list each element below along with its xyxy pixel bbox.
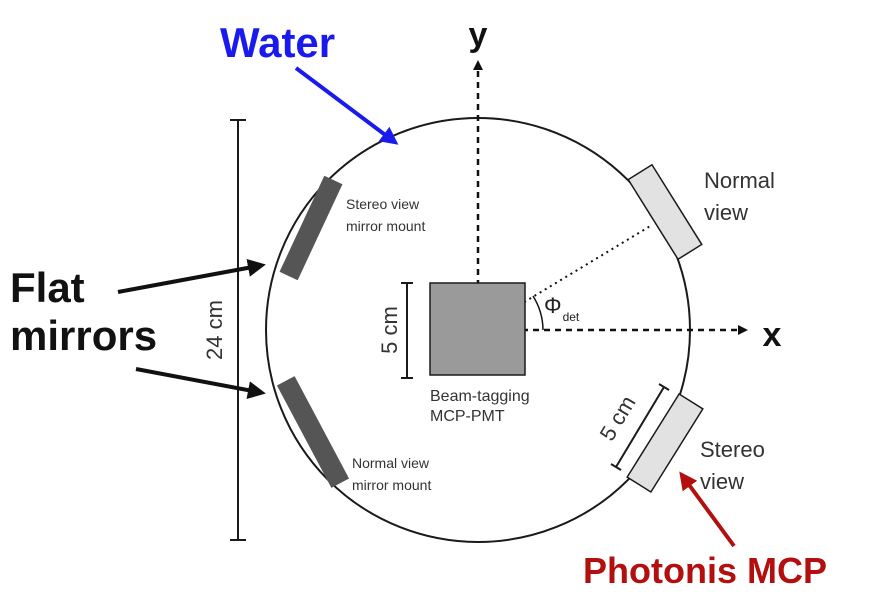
stereo-view-mirror-mount [279,175,343,281]
normal-view-label-line2: view [704,200,748,225]
normal-mount-label-line1: Normal view [352,455,430,471]
scale-label-5cm-left: 5 cm [377,306,402,354]
stereo-mount-label-line2: mirror mount [346,218,425,234]
phi-det-arc [532,295,544,331]
water-label: Water [220,19,335,66]
normal-view-mirror-mount [276,376,350,488]
stereo-view-detector [626,392,704,494]
beam-tag-label-line2: MCP-PMT [430,408,505,425]
stereo-mount-label-line1: Stereo view [346,196,420,212]
normal-view-label-line1: Normal [704,168,775,193]
x-axis-label: x [763,316,782,354]
scale-bar-5cm-right [610,383,670,471]
scale-label-24cm: 24 cm [202,300,227,360]
normal-mount-label-line2: mirror mount [352,477,431,493]
photonis-mcp-label: Photonis MCP [583,550,827,591]
beam-tagging-mcp-pmt [429,282,526,376]
flat-mirrors-label-line1: Flat [10,264,85,311]
flat-mirror-arrow-upper [117,258,266,294]
y-axis-label: y [469,16,488,54]
phi-det-direction-line [477,224,653,331]
scale-bar-24cm [230,119,246,541]
normal-view-detector [627,163,703,261]
stereo-view-label-line1: Stereo [700,437,765,462]
scale-bar-5cm-left [401,282,413,379]
flat-mirror-arrow-lower [135,367,266,399]
phi-det-label: Φdet [544,293,580,324]
flat-mirrors-label-line2: mirrors [10,312,157,359]
stereo-view-label-line2: view [700,469,744,494]
water-arrow [294,66,399,145]
photonis-mcp-arrow [679,471,736,548]
beam-tag-label-line1: Beam-tagging [430,388,530,405]
